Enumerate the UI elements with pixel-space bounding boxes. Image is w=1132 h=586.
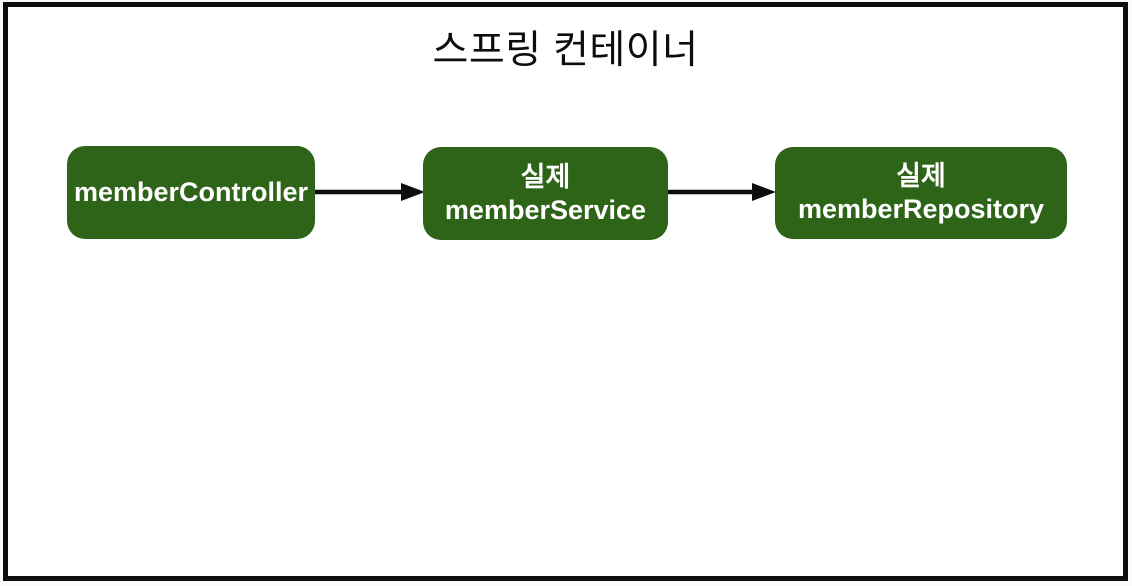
node-member-repository-label-line1: 실제 [896, 161, 946, 192]
arrow-service-to-repository [668, 183, 776, 201]
node-member-controller: memberController [67, 146, 315, 239]
node-member-service: 실제 memberService [423, 147, 668, 240]
node-member-repository: 실제 memberRepository [775, 147, 1067, 239]
node-member-service-label-line1: 실제 [520, 161, 571, 192]
diagram-title: 스프링 컨테이너 [432, 29, 699, 72]
container-frame: 스프링 컨테이너 memberController 실제 memberServi… [3, 2, 1128, 581]
arrows-layer [315, 183, 776, 201]
node-member-repository-label-line2: memberRepository [797, 194, 1045, 224]
node-member-service-label-line2: memberService [444, 194, 647, 225]
arrow-controller-to-service [315, 183, 425, 201]
node-member-controller-label: memberController [73, 177, 309, 208]
